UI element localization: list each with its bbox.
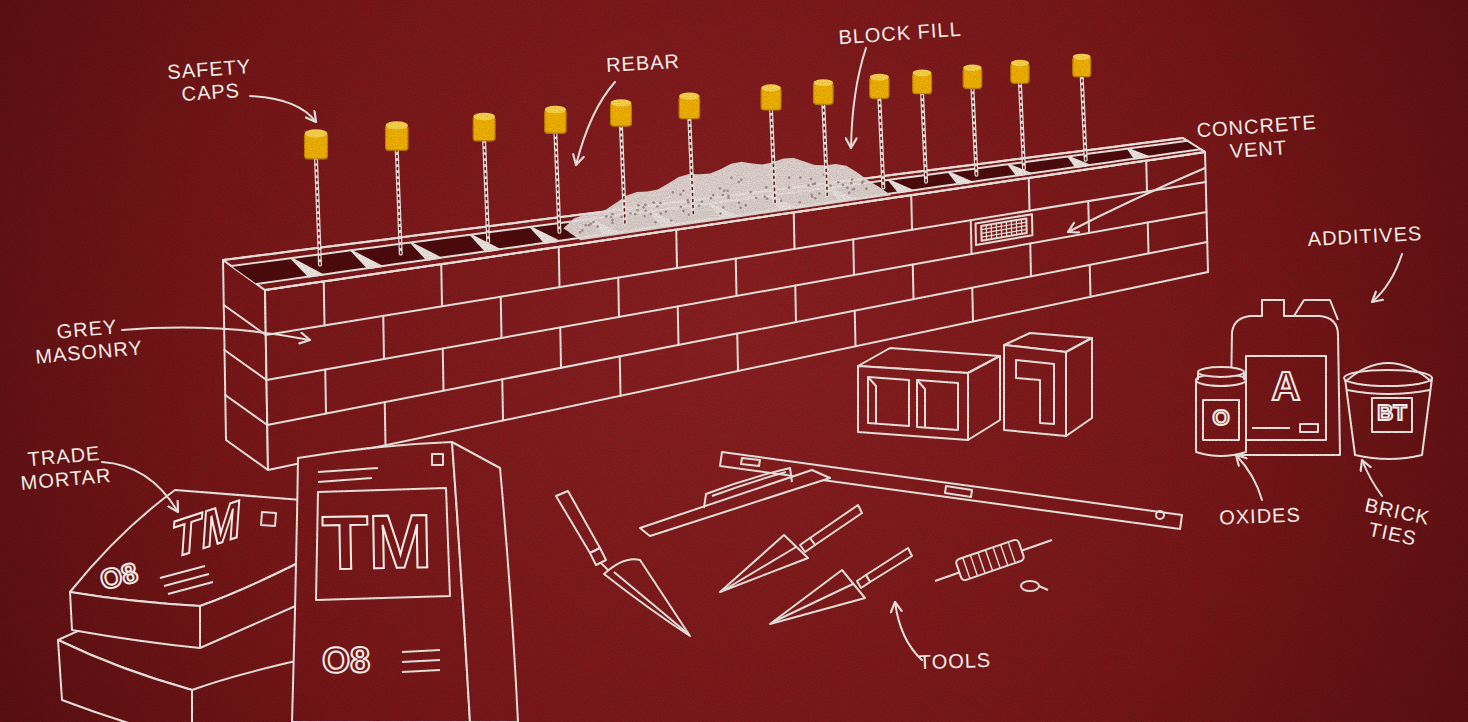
callout-label: BRICK TIES (1341, 490, 1448, 556)
product-mark: A (1266, 366, 1306, 406)
callout-label: SAFETY CAPS (149, 54, 272, 108)
callout-label: BLOCK FILL (819, 16, 980, 50)
callout-label: REBAR (597, 50, 688, 78)
product-mark: TM (321, 503, 452, 581)
callout-label: OXIDES (1210, 503, 1311, 529)
callout-label: TOOLS (905, 648, 1006, 674)
product-code: O8 (98, 553, 163, 595)
product-mark: O (1203, 407, 1239, 429)
product-code: O8 (322, 641, 403, 678)
product-mark: BT (1372, 402, 1412, 424)
product-mark: TM (171, 483, 270, 568)
callout-label: ADDITIVES (1280, 221, 1451, 253)
callout-label: TRADE MORTAR (8, 440, 122, 495)
callout-label: CONCRETE VENT (1194, 111, 1322, 166)
callout-label: GREY MASONRY (26, 313, 150, 369)
